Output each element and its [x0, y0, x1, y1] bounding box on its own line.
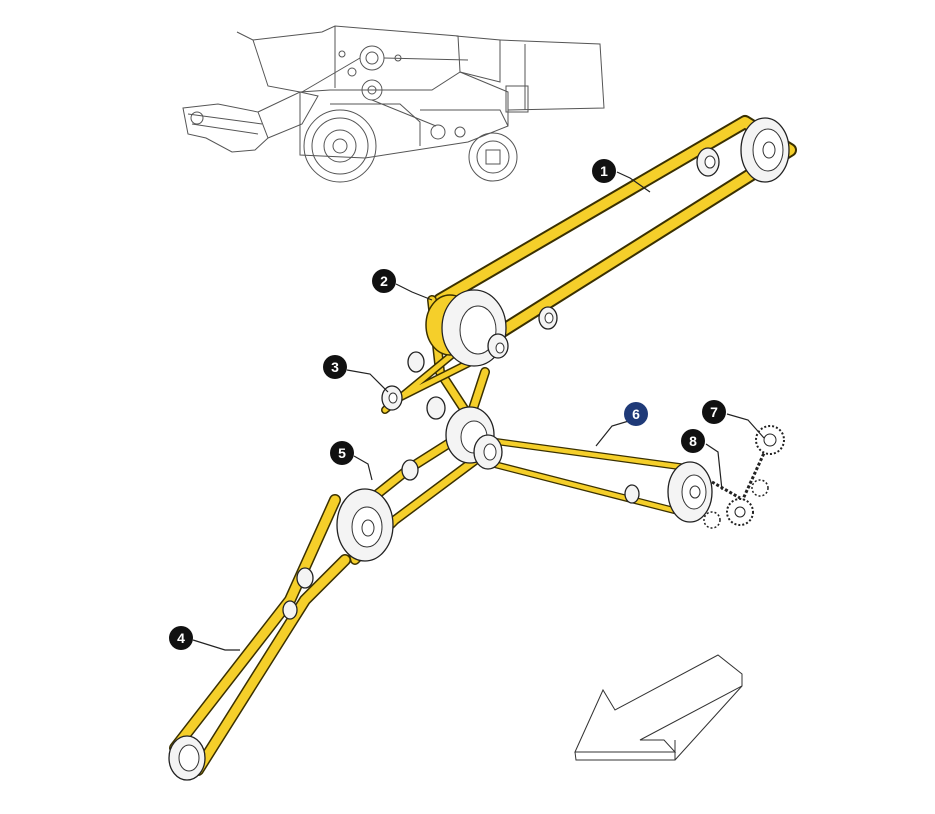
- callout-1-label: 1: [600, 163, 608, 179]
- callout-3: 3: [323, 355, 347, 379]
- idler-4b: [282, 600, 298, 620]
- idler-sprocket: [751, 479, 769, 497]
- idler-left: [407, 351, 425, 373]
- callout-7-label: 7: [710, 404, 718, 420]
- callout-5-label: 5: [338, 445, 346, 461]
- idler-center: [426, 396, 446, 420]
- callout-6: 6: [624, 402, 648, 426]
- callout-4: 4: [169, 626, 193, 650]
- callout-3-label: 3: [331, 359, 339, 375]
- belt-drive-4: [169, 494, 351, 776]
- belt-drive-6: [481, 436, 694, 516]
- callout-6-label: 6: [632, 406, 640, 422]
- travel-direction-arrow-icon: [574, 654, 743, 761]
- idler-6: [624, 484, 640, 504]
- pulleys: [168, 117, 790, 781]
- callout-5: 5: [330, 441, 354, 465]
- callout-2-label: 2: [380, 273, 388, 289]
- combine-harvester-outline-icon: [182, 25, 605, 183]
- chain-drive: [703, 425, 785, 529]
- callout-7: 7: [702, 400, 726, 424]
- callout-8-label: 8: [689, 433, 697, 449]
- idler-4a: [296, 567, 314, 589]
- callout-8: 8: [681, 429, 705, 453]
- leader-lines: [192, 171, 765, 651]
- callout-1: 1: [592, 159, 616, 183]
- callout-4-label: 4: [177, 630, 185, 646]
- callout-2: 2: [372, 269, 396, 293]
- belt-6: [481, 436, 694, 516]
- idler-5: [401, 459, 419, 481]
